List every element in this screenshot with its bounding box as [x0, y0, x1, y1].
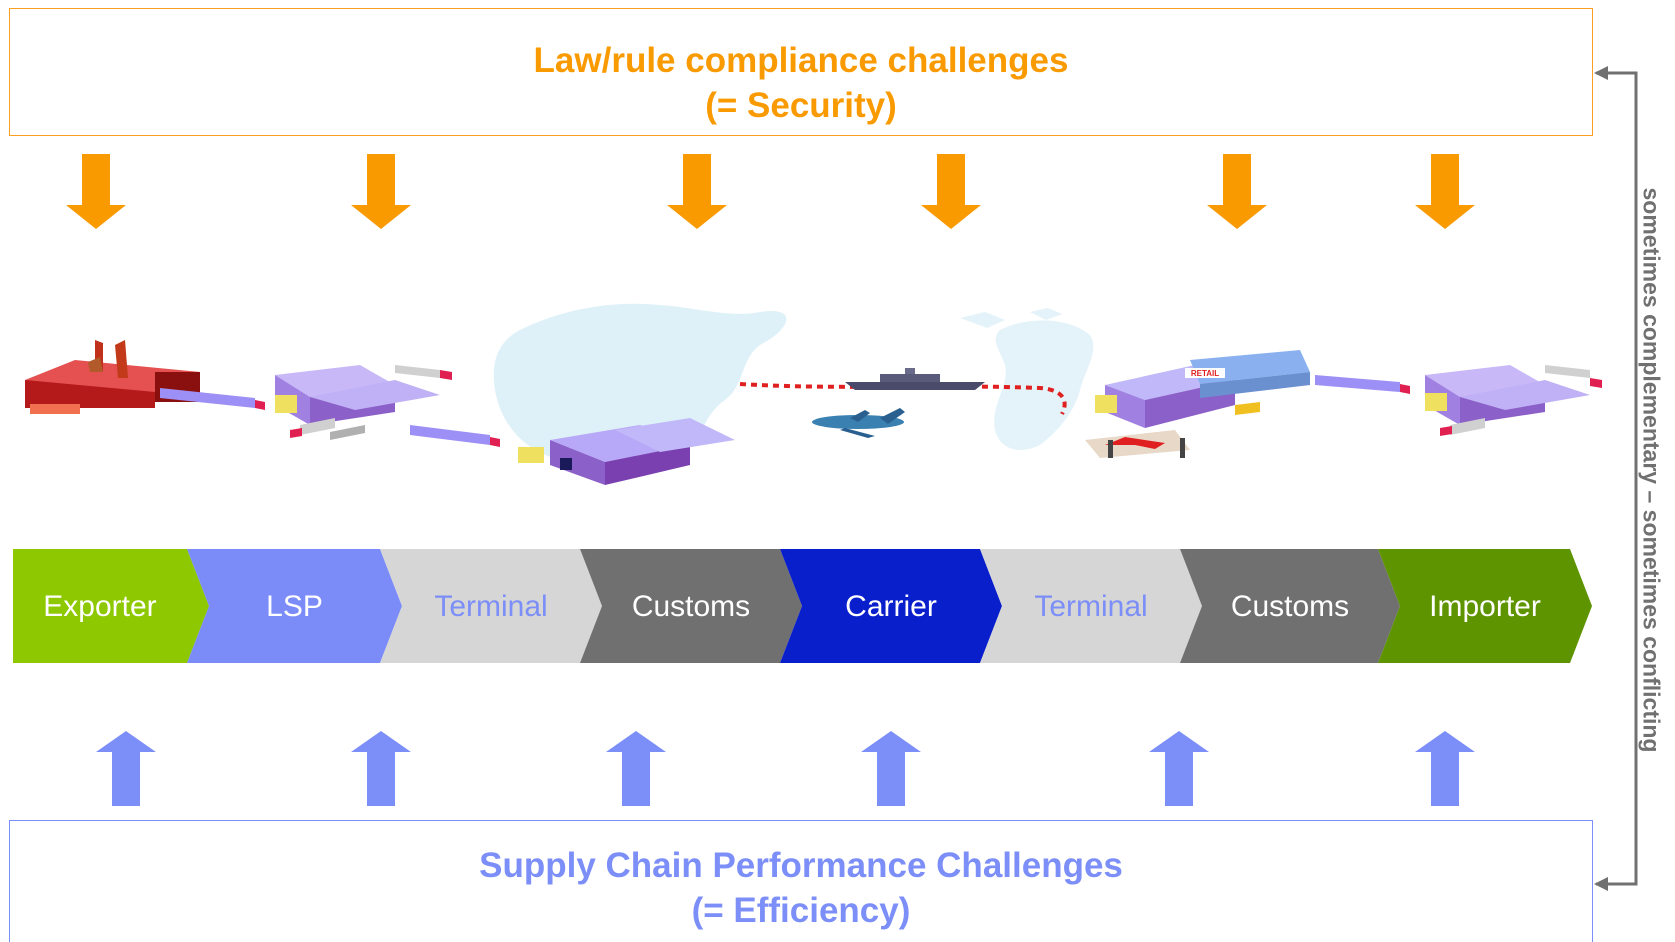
- chain-step-5: Carrier: [780, 549, 1002, 663]
- chain-step-label: Importer: [1429, 590, 1541, 623]
- efficiency-title-line1: Supply Chain Performance Challenges: [479, 846, 1123, 885]
- warehouse-icon: [1425, 365, 1602, 436]
- security-title-line1: Law/rule compliance challenges: [533, 41, 1069, 80]
- chain-chevron: [1378, 549, 1592, 663]
- security-arrows: [66, 154, 1475, 229]
- security-title-line2: (= Security): [705, 86, 897, 125]
- efficiency-arrow-4: [861, 731, 921, 806]
- chain-step-2: LSP: [187, 549, 402, 663]
- ship-icon: [845, 368, 985, 390]
- efficiency-arrow-1: [96, 731, 156, 806]
- process-chain: Exporter LSP Terminal Customs Carrier Termina…: [13, 549, 1592, 663]
- terminal-icon: [518, 418, 735, 485]
- chain-step-label: Customs: [1231, 590, 1349, 623]
- chain-step-7: Customs: [1180, 549, 1400, 663]
- chain-step-label: Terminal: [1034, 590, 1147, 623]
- security-arrow-6: [1415, 154, 1475, 229]
- efficiency-arrow-6: [1415, 731, 1475, 806]
- chain-chevron: [1180, 549, 1400, 663]
- security-challenges-box: Law/rule compliance challenges (= Securi…: [9, 8, 1593, 136]
- truck-icon: [160, 375, 1410, 447]
- map-islands: [960, 308, 1080, 346]
- efficiency-arrow-5: [1149, 731, 1209, 806]
- chain-step-3: Terminal: [380, 549, 602, 663]
- chain-step-label: LSP: [266, 590, 323, 623]
- efficiency-arrow-3: [606, 731, 666, 806]
- chain-chevron: [780, 549, 1002, 663]
- efficiency-arrows: [96, 731, 1475, 806]
- chain-step-8: Importer: [1378, 549, 1592, 663]
- retail-store-icon: RETAIL: [1085, 350, 1310, 458]
- security-arrow-5: [1207, 154, 1267, 229]
- retail-sign: RETAIL: [1191, 369, 1219, 378]
- chain-step-4: Customs: [580, 549, 802, 663]
- chain-chevron: [13, 549, 209, 663]
- efficiency-title-line2: (= Efficiency): [691, 891, 911, 930]
- bracket-arrowhead-top: [1594, 66, 1608, 80]
- chain-step-label: Customs: [632, 590, 750, 623]
- chain-step-label: Exporter: [43, 590, 156, 623]
- security-arrow-1: [66, 154, 126, 229]
- chain-chevron: [380, 549, 602, 663]
- factory-icon: [25, 340, 200, 414]
- bracket-arrowhead-bottom: [1594, 877, 1608, 891]
- relation-note: sometimes complementary – sometimes conf…: [1638, 187, 1665, 753]
- security-arrow-2: [351, 154, 411, 229]
- airplane-icon: [812, 408, 905, 438]
- chain-step-label: Carrier: [845, 590, 937, 623]
- chain-step-1: Exporter: [13, 549, 209, 663]
- chain-chevron: [580, 549, 802, 663]
- chain-step-label: Terminal: [434, 590, 547, 623]
- map-continent-left: [493, 303, 787, 467]
- efficiency-arrow-2: [351, 731, 411, 806]
- supply-chain-illustration: RETAIL: [25, 303, 1602, 485]
- chain-chevron: [980, 549, 1202, 663]
- security-arrow-4: [921, 154, 981, 229]
- relation-bracket: [1596, 71, 1638, 886]
- efficiency-challenges-box: Supply Chain Performance Challenges (= E…: [9, 820, 1593, 942]
- chain-step-6: Terminal: [980, 549, 1202, 663]
- security-arrow-3: [667, 154, 727, 229]
- map-continent-right: [994, 320, 1094, 450]
- warehouse-icon: [275, 365, 452, 440]
- chain-chevron: [187, 549, 402, 663]
